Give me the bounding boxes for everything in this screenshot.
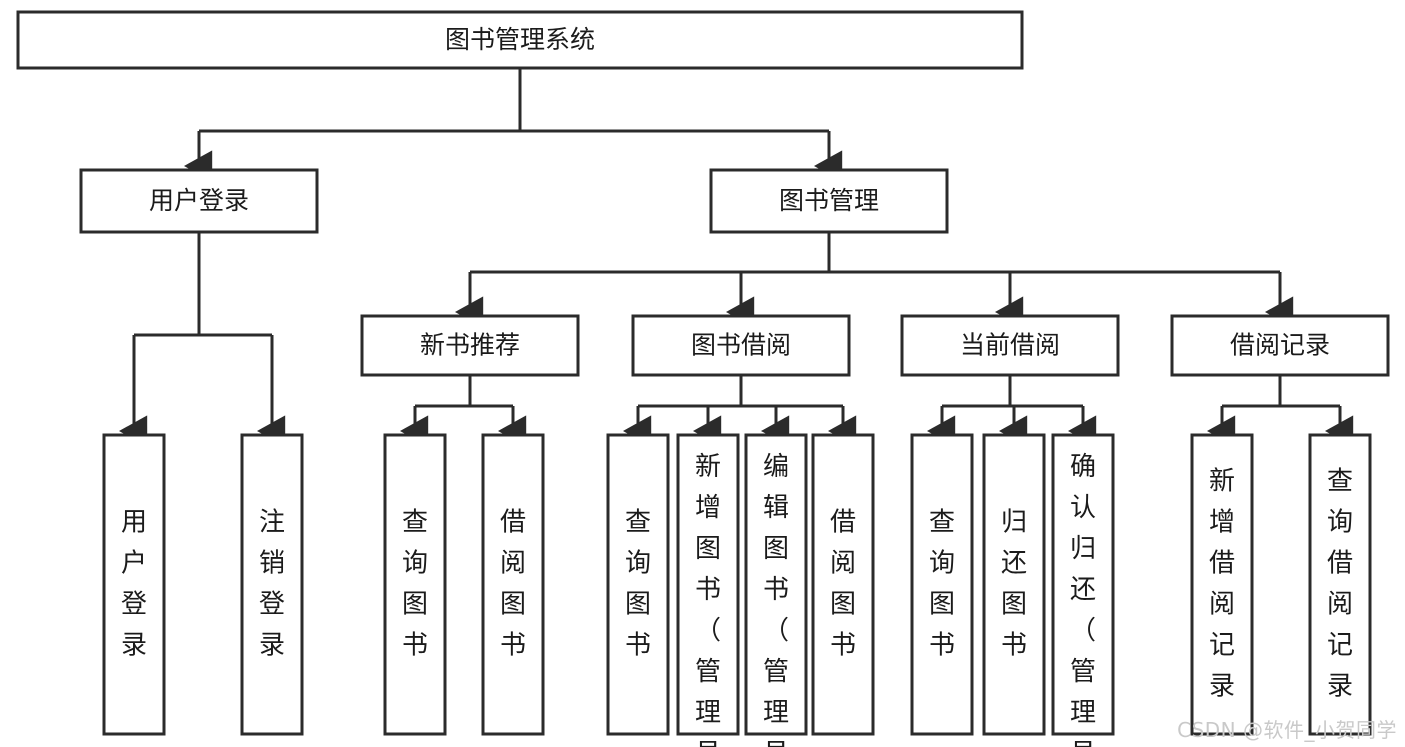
node-box-leaf-rec-query: [383, 433, 447, 736]
node-box-leaf-borrow-add: [676, 433, 740, 736]
node-label-book-borrow: 图书借阅: [691, 331, 791, 360]
node-label-leaf-user-logout: 注销登录: [259, 508, 285, 661]
nodes-layer: 图书管理系统用户登录图书管理新书推荐图书借阅当前借阅借阅记录用户登录注销登录查询…: [16, 10, 1390, 747]
node-user-login[interactable]: 用户登录: [79, 168, 319, 234]
node-leaf-borrow-do[interactable]: 借阅图书: [811, 433, 875, 736]
node-book-manage[interactable]: 图书管理: [709, 168, 949, 234]
node-box-book-manage: [709, 168, 949, 234]
node-box-book-borrow: [631, 314, 851, 377]
node-label-book-manage: 图书管理: [779, 186, 879, 215]
node-box-current-borrow: [900, 314, 1120, 377]
node-leaf-borrow-add[interactable]: 新增图书（管理员）: [676, 433, 740, 747]
node-label-current-borrow: 当前借阅: [960, 331, 1060, 360]
node-label-leaf-cur-confirm: 确认归还（管理员）: [1070, 452, 1096, 747]
node-leaf-cur-return[interactable]: 归还图书: [982, 433, 1046, 736]
node-current-borrow[interactable]: 当前借阅: [900, 314, 1120, 377]
node-box-leaf-borrow-edit: [744, 433, 808, 736]
node-leaf-rec-add[interactable]: 新增借阅记录: [1190, 433, 1254, 736]
node-box-leaf-rec-borrow: [481, 433, 545, 736]
node-label-leaf-user-login: 用户登录: [121, 508, 147, 661]
node-label-leaf-cur-query: 查询图书: [929, 508, 955, 661]
node-label-leaf-borrow-edit: 编辑图书（管理员）: [763, 452, 789, 747]
node-box-leaf-borrow-do: [811, 433, 875, 736]
node-box-user-login: [79, 168, 319, 234]
node-label-leaf-rec-add: 新增借阅记录: [1209, 467, 1235, 702]
node-box-leaf-cur-return: [982, 433, 1046, 736]
node-leaf-rec-borrow[interactable]: 借阅图书: [481, 433, 545, 736]
node-box-leaf-rec-add: [1190, 433, 1254, 736]
node-leaf-user-login[interactable]: 用户登录: [102, 433, 166, 736]
node-box-leaf-cur-confirm: [1051, 433, 1115, 736]
node-label-leaf-rec-query: 查询图书: [402, 508, 428, 661]
node-leaf-user-logout[interactable]: 注销登录: [240, 433, 304, 736]
node-label-leaf-rec-borrow: 借阅图书: [500, 508, 526, 661]
node-label-borrow-record: 借阅记录: [1230, 331, 1330, 360]
node-box-leaf-rec-search: [1308, 433, 1372, 736]
node-leaf-borrow-edit[interactable]: 编辑图书（管理员）: [744, 433, 808, 747]
node-box-leaf-user-login: [102, 433, 166, 736]
node-label-leaf-cur-return: 归还图书: [1001, 508, 1027, 661]
node-label-leaf-rec-search: 查询借阅记录: [1327, 467, 1353, 702]
node-label-root: 图书管理系统: [445, 25, 595, 54]
node-label-leaf-borrow-add: 新增图书（管理员）: [695, 452, 721, 747]
node-label-leaf-borrow-do: 借阅图书: [830, 508, 856, 661]
node-borrow-record[interactable]: 借阅记录: [1170, 314, 1390, 377]
node-box-new-book-rec: [360, 314, 580, 377]
watermark-label: CSDN @软件_小贺同学: [1177, 718, 1397, 742]
edges-layer: [119, 68, 1354, 447]
node-box-leaf-cur-query: [910, 433, 974, 736]
node-label-leaf-borrow-query: 查询图书: [625, 508, 651, 661]
node-leaf-rec-search[interactable]: 查询借阅记录: [1308, 433, 1372, 736]
node-box-leaf-borrow-query: [606, 433, 670, 736]
node-leaf-borrow-query[interactable]: 查询图书: [606, 433, 670, 736]
node-leaf-cur-confirm[interactable]: 确认归还（管理员）: [1051, 433, 1115, 747]
node-label-user-login: 用户登录: [149, 186, 249, 215]
node-leaf-rec-query[interactable]: 查询图书: [383, 433, 447, 736]
node-book-borrow[interactable]: 图书借阅: [631, 314, 851, 377]
node-box-borrow-record: [1170, 314, 1390, 377]
node-label-new-book-rec: 新书推荐: [420, 331, 520, 360]
node-new-book-rec[interactable]: 新书推荐: [360, 314, 580, 377]
node-root[interactable]: 图书管理系统: [16, 10, 1024, 70]
node-box-root: [16, 10, 1024, 70]
node-box-leaf-user-logout: [240, 433, 304, 736]
node-leaf-cur-query[interactable]: 查询图书: [910, 433, 974, 736]
